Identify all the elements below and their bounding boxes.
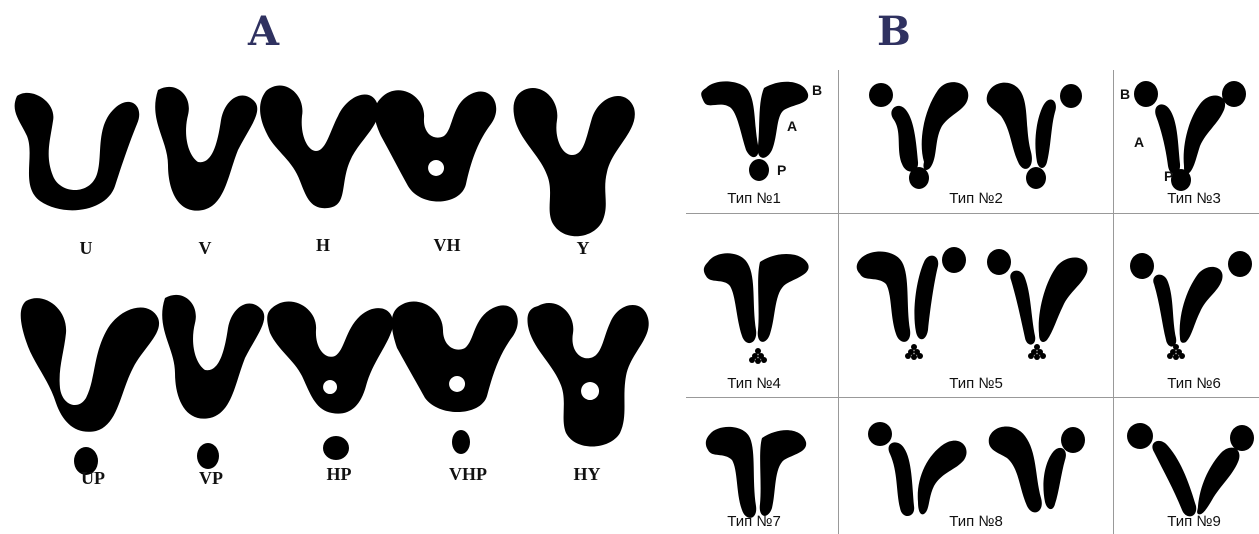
marker-p: P: [777, 162, 787, 178]
panel-a-shapes: [14, 85, 649, 475]
grid-divider: [1113, 70, 1114, 534]
type-2-label: Тип №2: [949, 190, 1003, 207]
label-hy: HY: [573, 464, 601, 484]
type-3-shape: [1134, 81, 1246, 191]
label-up: UP: [81, 468, 105, 488]
grid-divider: [838, 70, 839, 534]
type-3-label: Тип №3: [1167, 190, 1221, 207]
marker-a: A: [787, 118, 798, 134]
type-9-label: Тип №9: [1167, 513, 1221, 530]
label-hp: HP: [326, 464, 352, 484]
label-h: H: [315, 235, 331, 255]
type-7-shape: [705, 426, 807, 518]
label-v: V: [198, 238, 212, 258]
grid-divider: [686, 397, 1259, 398]
panel-b: B A P B A P Тип №1 Тип №2 Тип №3 Тип №4 …: [686, 70, 1259, 534]
shape-vhp: [391, 301, 518, 454]
type-2-shape: [869, 82, 969, 189]
marker-a-type3: A: [1134, 134, 1145, 150]
marker-b-type3: B: [1120, 86, 1131, 102]
shape-hy: [527, 303, 649, 447]
shape-hp: [267, 301, 394, 460]
panel-a-letter: A: [248, 8, 280, 55]
panel-b-shapes: [701, 81, 1254, 518]
type-7-label: Тип №7: [727, 513, 781, 530]
shape-u: [14, 92, 140, 211]
shape-vp: [162, 294, 265, 469]
type-1-label: Тип №1: [727, 190, 781, 207]
type-6-label: Тип №6: [1167, 375, 1221, 392]
type-9-shape: [1127, 423, 1254, 517]
type-5-label: Тип №5: [949, 375, 1003, 392]
marker-p-type3: P: [1164, 168, 1174, 184]
type-4-shape: [703, 253, 809, 364]
type-2-shape-b: [986, 82, 1082, 189]
type-5-shape-b: [987, 249, 1088, 360]
grid-divider: [686, 213, 1259, 214]
label-u: U: [79, 238, 93, 258]
type-8-shape: [868, 422, 967, 517]
label-vp: VP: [199, 468, 223, 488]
type-4-label: Тип №4: [727, 375, 781, 392]
type-5-shape: [856, 247, 966, 360]
type-6-shape: [1130, 251, 1252, 360]
marker-b: B: [812, 82, 823, 98]
shape-h: [260, 85, 379, 209]
shape-up: [20, 298, 160, 475]
panel-a: U V H VH Y UP VP HP VHP HY: [0, 78, 660, 518]
type-8-shape-b: [988, 426, 1085, 513]
panel-b-letter: B: [877, 8, 911, 55]
type-8-label: Тип №8: [949, 513, 1003, 530]
label-vhp: VHP: [449, 464, 487, 484]
label-vh: VH: [433, 235, 461, 255]
type-1-shape: [701, 81, 809, 181]
shape-v: [155, 86, 258, 211]
label-y: Y: [576, 238, 590, 258]
shape-y: [513, 88, 635, 237]
shape-vh: [374, 90, 497, 202]
